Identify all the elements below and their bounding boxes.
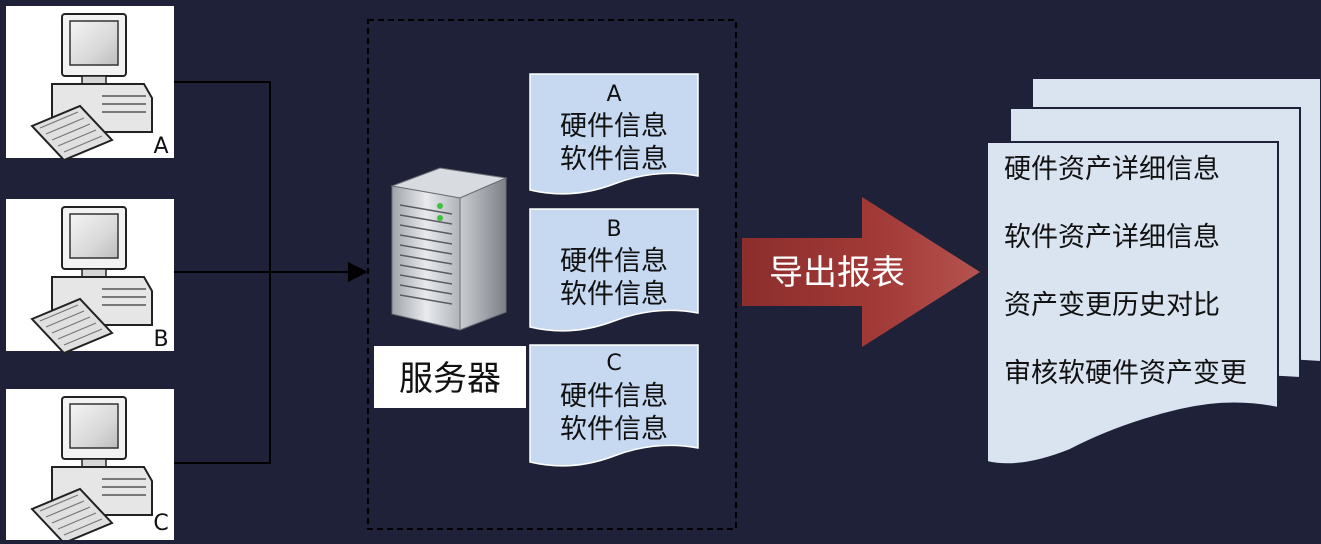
computer-b: B xyxy=(6,199,174,354)
report-item-history: 资产变更历史对比 xyxy=(1004,290,1220,321)
doc-b-line2: 软件信息 xyxy=(560,279,668,310)
server-doc-c: C 硬件信息 软件信息 xyxy=(529,344,699,467)
doc-a-line1: 硬件信息 xyxy=(560,111,668,142)
report-stack: 硬件资产详细信息 软件资产详细信息 资产变更历史对比 审核软硬件资产变更 xyxy=(986,77,1321,466)
doc-c-line1: 硬件信息 xyxy=(560,381,668,412)
server-icon xyxy=(390,167,508,331)
computer-b-label: B xyxy=(153,327,168,352)
report-item-audit: 审核软硬件资产变更 xyxy=(1004,358,1247,389)
export-arrow: 导出报表 xyxy=(742,197,980,347)
report-page-front xyxy=(986,141,1279,466)
doc-c-line2: 软件信息 xyxy=(560,414,668,445)
doc-b-line1: 硬件信息 xyxy=(560,246,668,277)
doc-b-id: B xyxy=(606,217,621,242)
export-arrow-shape xyxy=(742,197,980,347)
doc-b-shape xyxy=(529,208,699,332)
computer-a: A xyxy=(6,6,174,161)
doc-a-line2: 软件信息 xyxy=(560,144,668,175)
server-doc-b: B 硬件信息 软件信息 xyxy=(529,208,699,332)
doc-a-shape xyxy=(529,73,699,195)
server-boundary xyxy=(367,19,737,530)
server-label-box xyxy=(374,346,526,408)
computer-a-label: A xyxy=(153,134,168,159)
computer-c: C xyxy=(6,389,174,544)
report-item-software: 软件资产详细信息 xyxy=(1004,222,1220,253)
export-arrow-label: 导出报表 xyxy=(769,253,905,293)
doc-c-shape xyxy=(529,344,699,467)
doc-a-id: A xyxy=(606,82,621,107)
server-label: 服务器 xyxy=(399,359,501,399)
report-item-hardware: 硬件资产详细信息 xyxy=(1004,154,1220,185)
server-doc-a: A 硬件信息 软件信息 xyxy=(529,73,699,195)
connector-lines xyxy=(174,81,368,464)
computer-c-label: C xyxy=(153,511,168,536)
doc-c-id: C xyxy=(606,351,621,376)
